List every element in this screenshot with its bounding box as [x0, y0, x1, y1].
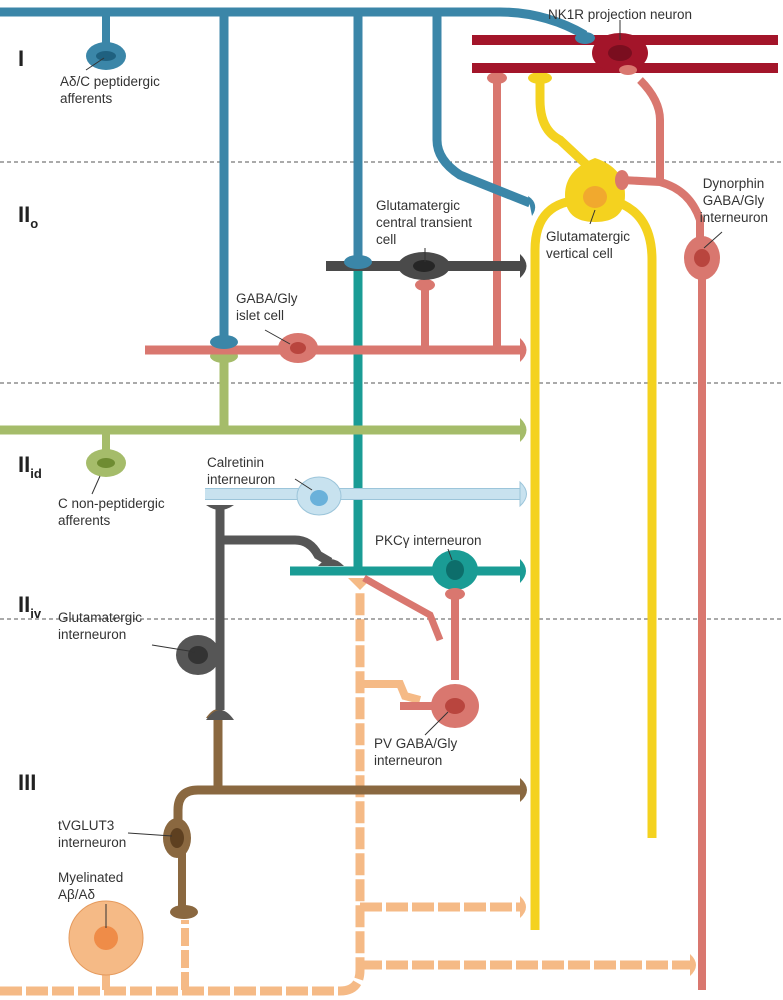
dynorphin-axon-nk1r — [637, 77, 664, 180]
dynorphin-interneuron — [615, 77, 720, 990]
nonpep-nucleus — [97, 458, 115, 468]
lamina-boundaries — [0, 161, 783, 620]
leader-pkc — [447, 548, 453, 561]
leader-nonpep — [91, 475, 101, 495]
label-dynorphin: Dynorphin GABA/Gly interneuron — [700, 176, 768, 225]
label-tvglut3: tVGLUT3 interneuron — [58, 818, 126, 850]
cell-labels: NK1R projection neuron Aδ/C peptidergic … — [58, 7, 768, 902]
myelinated-terminal-right2 — [690, 954, 696, 976]
central-terminal — [520, 254, 527, 278]
glut-inter-terminal-bottom — [206, 710, 234, 720]
tvglut3-soma-link — [173, 785, 220, 835]
nk1r-synapse-peptidergic — [575, 32, 595, 44]
lamina-IIo-label: IIo — [18, 202, 38, 231]
nk1r-nucleus — [608, 45, 632, 61]
leader-glut-inter — [151, 644, 196, 653]
vertical-axon-up — [535, 80, 594, 172]
myelinated-axon-main — [0, 590, 365, 996]
label-myelinated: Myelinated Aβ/Aδ — [58, 870, 127, 902]
pv-nucleus — [445, 698, 465, 714]
myelinated-to-pv — [360, 680, 422, 704]
calretinin-nucleus — [310, 490, 328, 506]
tvglut3-nucleus — [170, 828, 184, 848]
tvglut3-synapse — [170, 905, 198, 919]
leader-islet — [264, 329, 291, 345]
peptidergic-synapse-islet — [210, 335, 238, 349]
calretinin-terminal — [519, 480, 527, 508]
pkc-nucleus — [446, 560, 464, 580]
calretinin-axon-outline — [205, 488, 520, 500]
dynorphin-nucleus — [694, 249, 710, 267]
label-peptidergic: Aδ/C peptidergic afferents — [60, 74, 164, 106]
label-glut-inter: Glutamatergic interneuron — [58, 610, 146, 642]
pkc-interneuron — [290, 256, 526, 590]
lamina-IIid-label: IIid — [18, 452, 42, 481]
vertical-dendrite-left — [530, 195, 586, 930]
pv-synapse-pkc — [445, 588, 465, 600]
glut-inter-axon-branch — [220, 535, 333, 566]
lamina-labels: I IIo IIid IIiv III — [18, 46, 42, 795]
glut-inter-terminal-top — [206, 505, 234, 510]
label-nonpeptidergic: C non-peptidergic afferents — [58, 496, 168, 528]
label-calretinin: Calretinin interneuron — [207, 455, 275, 487]
pv-interneuron — [362, 574, 479, 728]
label-islet: GABA/Gly islet cell — [236, 291, 301, 323]
leader-calretinin — [294, 478, 313, 491]
glut-inter-nucleus — [188, 646, 208, 664]
nk1r-synapse-dynorphin — [619, 65, 637, 75]
vertical-dendrite-right — [608, 195, 657, 838]
leader-peptidergic — [85, 57, 105, 71]
dynorphin-axon-up — [621, 176, 704, 245]
leader-dynorphin — [703, 231, 723, 249]
lamina-IIiv-label: IIiv — [18, 592, 42, 621]
leader-vertical — [589, 209, 596, 225]
pv-axon-diag — [362, 574, 444, 642]
glut-inter-terminal-pkc — [318, 559, 344, 566]
vertical-cell — [528, 72, 657, 930]
nonpeptidergic-afferent — [0, 349, 527, 477]
pkc-terminal-right — [520, 559, 526, 583]
vertical-nucleus — [583, 186, 607, 208]
glutamatergic-interneuron — [176, 505, 344, 720]
peptidergic-branch-3 — [432, 12, 532, 208]
islet-synapse-nk1r — [487, 72, 507, 84]
label-central: Glutamatergic central transient cell — [376, 198, 476, 247]
leader-pv — [424, 711, 449, 736]
peptidergic-terminal-vertical — [528, 196, 536, 216]
central-nucleus — [413, 260, 435, 272]
myelinated-nucleus — [94, 926, 118, 950]
islet-nucleus — [290, 342, 306, 354]
label-pkc: PKCγ interneuron — [375, 533, 482, 548]
peptidergic-axon-top — [0, 7, 588, 39]
lamina-III-label: III — [18, 770, 36, 795]
leader-tvglut3 — [127, 832, 173, 837]
label-nk1r: NK1R projection neuron — [548, 7, 692, 22]
nonpep-terminal — [520, 418, 527, 442]
islet-terminal-right — [520, 338, 527, 362]
myelinated-terminal-right1 — [520, 896, 526, 918]
islet-cell — [145, 72, 527, 363]
tvglut3-interneuron — [163, 709, 527, 919]
vertical-synapse-nk1r — [528, 72, 552, 84]
lamina-I-label: I — [18, 46, 24, 71]
peptidergic-afferent — [0, 7, 588, 349]
calretinin-interneuron — [205, 476, 527, 516]
islet-synapse-central — [415, 279, 435, 291]
nk1r-projection-neuron — [472, 32, 778, 75]
label-vertical: Glutamatergic vertical cell — [546, 229, 634, 261]
dynorphin-synapse-vertical — [615, 170, 629, 190]
peptidergic-nucleus — [96, 51, 116, 61]
label-pv: PV GABA/Gly interneuron — [374, 736, 461, 768]
tvglut3-terminal-right — [520, 778, 527, 802]
leader-lines — [85, 20, 723, 928]
peptidergic-synapse-central — [344, 255, 372, 269]
